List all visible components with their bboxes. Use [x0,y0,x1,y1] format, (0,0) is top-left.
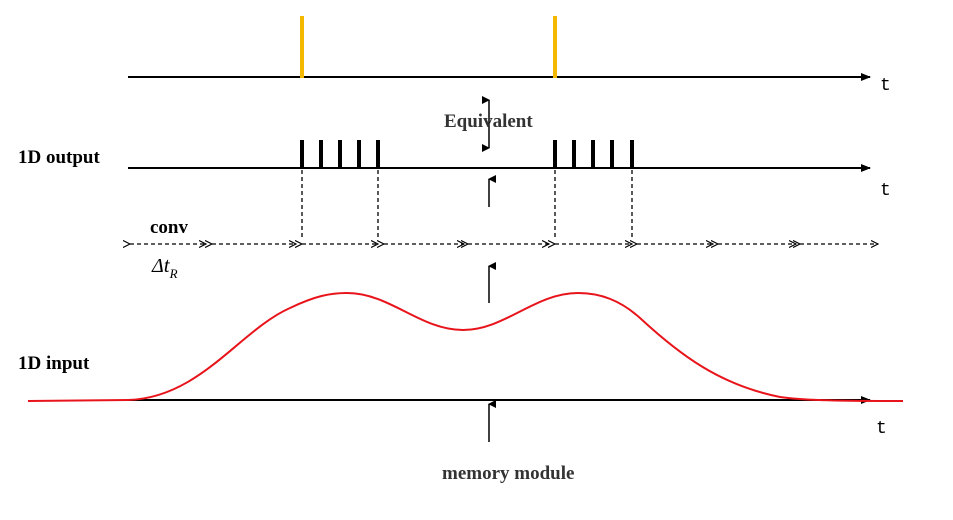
output-axis-label: t [880,181,891,201]
delta-symbol: Δ [151,255,164,277]
input-signal-curve [27,291,904,402]
input-row-label: 1D input [18,353,90,374]
equivalent-indicator: Equivalent [444,96,533,152]
spike-train-1 [300,140,380,168]
conv-label: conv [150,217,189,238]
input-row: 1D input t [18,291,904,439]
dashed-guides [301,170,633,240]
equivalent-label: Equivalent [444,111,533,132]
top-axis-label: t [880,76,891,96]
input-axis-label: t [876,419,887,439]
delta-t-label: ΔtR [151,253,178,281]
output-row: 1D output t [18,140,891,240]
output-row-label: 1D output [18,147,100,168]
delta-variable: t [164,253,171,277]
spike-train-2 [553,140,634,168]
delta-subscript: R [169,266,178,281]
memory-module-label: memory module [442,463,574,484]
top-spike-row: t [128,16,891,96]
